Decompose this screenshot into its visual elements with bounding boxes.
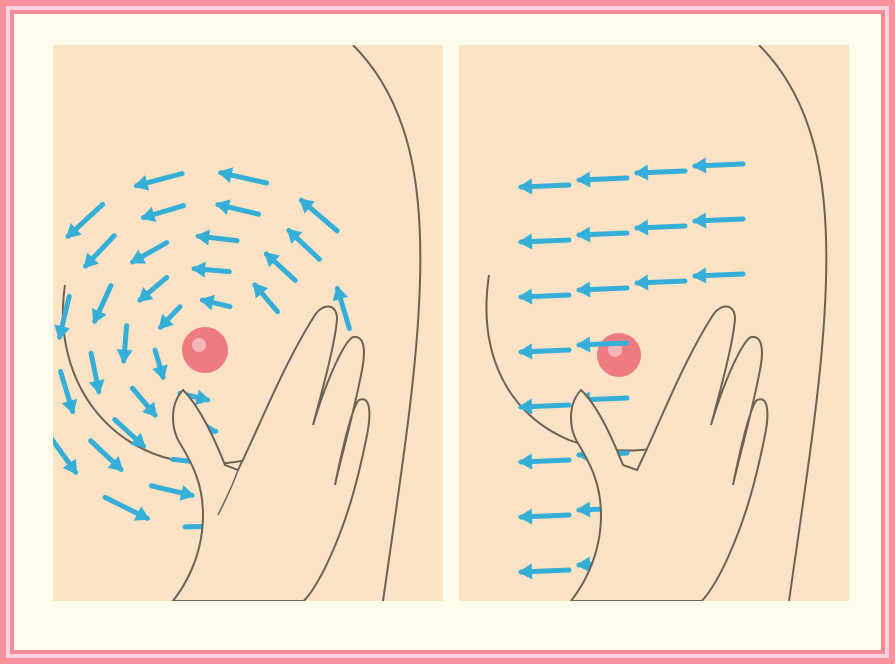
nipple-highlight <box>192 338 206 352</box>
nipple <box>182 327 228 373</box>
circular-massage-figure <box>53 45 443 601</box>
horizontal-massage-panel <box>459 45 849 601</box>
horizontal-massage-figure <box>459 45 849 601</box>
circular-massage-panel <box>53 45 443 601</box>
